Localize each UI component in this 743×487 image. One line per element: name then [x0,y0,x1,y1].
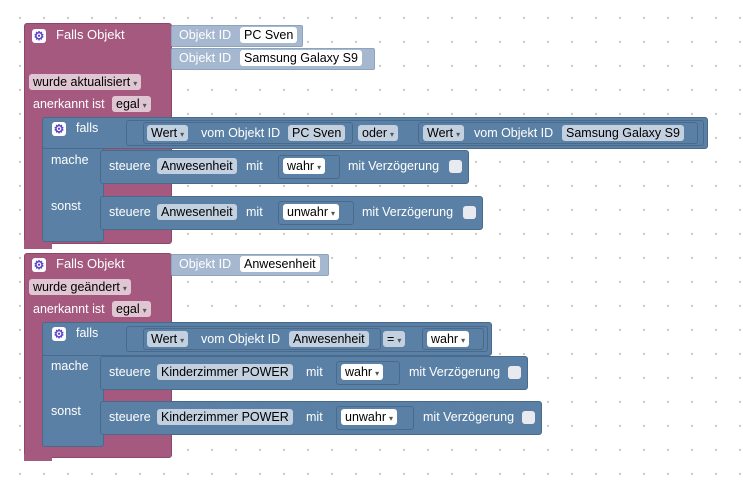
target-object[interactable]: Anwesenheit [157,204,237,220]
left-prop-dropdown[interactable]: Wert▾ [147,125,189,141]
ack-label: anerkannt ist [33,302,105,316]
else-label: sonst [51,199,81,213]
target-object[interactable]: Anwesenheit [157,158,237,174]
of-object-label: vom Objekt ID [474,126,554,140]
with-label: mit [306,365,323,379]
ack-dropdown[interactable]: egal▾ [112,96,151,112]
delay-checkbox[interactable] [463,206,476,219]
bool-dropdown[interactable]: unwahr▾ [341,409,398,425]
delay-label: mit Verzögerung [423,410,515,424]
delay-checkbox[interactable] [522,411,535,424]
target-object[interactable]: Kinderzimmer POWER [157,409,293,425]
delay-checkbox[interactable] [508,366,521,379]
of-object-label: vom Objekt ID [201,126,281,140]
with-label: mit [306,410,323,424]
trigger-title: Falls Objekt [56,27,125,42]
object-id-label: Objekt ID [179,28,232,42]
trigger-block-2-bottom [24,454,52,461]
of-object-label: vom Objekt ID [201,332,281,346]
right-prop-dropdown[interactable]: Wert▾ [423,125,465,141]
with-label: mit [246,205,263,219]
left-object-id[interactable]: PC Sven [288,125,346,141]
else-label: sonst [51,404,81,418]
target-object[interactable]: Kinderzimmer POWER [157,364,293,380]
operator-dropdown[interactable]: =▾ [383,331,406,347]
object-id-value[interactable]: Samsung Galaxy S9 [240,50,362,66]
trigger-block-1-bottom [24,240,52,249]
do-label: mache [51,153,89,167]
gear-icon[interactable]: ⚙ [32,29,46,43]
object-id-label: Objekt ID [179,51,232,65]
control-prefix: steuere [109,159,151,173]
ack-dropdown[interactable]: egal▾ [112,301,151,317]
trigger-mode-dropdown[interactable]: wurde geändert▾ [29,279,131,295]
trigger-title: Falls Objekt [56,256,125,271]
delay-label: mit Verzögerung [362,205,454,219]
right-object-id[interactable]: Samsung Galaxy S9 [562,125,684,141]
ack-label: anerkannt ist [33,97,105,111]
delay-label: mit Verzögerung [409,365,501,379]
control-prefix: steuere [109,205,151,219]
bool-dropdown[interactable]: wahr▾ [427,331,470,347]
delay-checkbox[interactable] [449,160,462,173]
object-id-label: Objekt ID [179,257,232,271]
do-label: mache [51,359,89,373]
control-prefix: steuere [109,365,151,379]
gear-icon[interactable]: ⚙ [52,327,66,341]
bool-dropdown[interactable]: wahr▾ [283,158,326,174]
delay-label: mit Verzögerung [348,159,440,173]
bool-dropdown[interactable]: wahr▾ [341,364,384,380]
gear-icon[interactable]: ⚙ [32,258,46,272]
object-id-value[interactable]: PC Sven [240,27,298,43]
if-label: falls [76,326,99,340]
operator-dropdown[interactable]: oder▾ [358,125,399,141]
left-prop-dropdown[interactable]: Wert▾ [147,331,189,347]
if-label: falls [76,121,99,135]
with-label: mit [246,159,263,173]
gear-icon[interactable]: ⚙ [52,122,66,136]
bool-dropdown[interactable]: unwahr▾ [283,204,340,220]
trigger-mode-dropdown[interactable]: wurde aktualisiert▾ [29,74,142,90]
object-id-value[interactable]: Anwesenheit [240,256,320,272]
left-object-id[interactable]: Anwesenheit [289,331,369,347]
control-prefix: steuere [109,410,151,424]
